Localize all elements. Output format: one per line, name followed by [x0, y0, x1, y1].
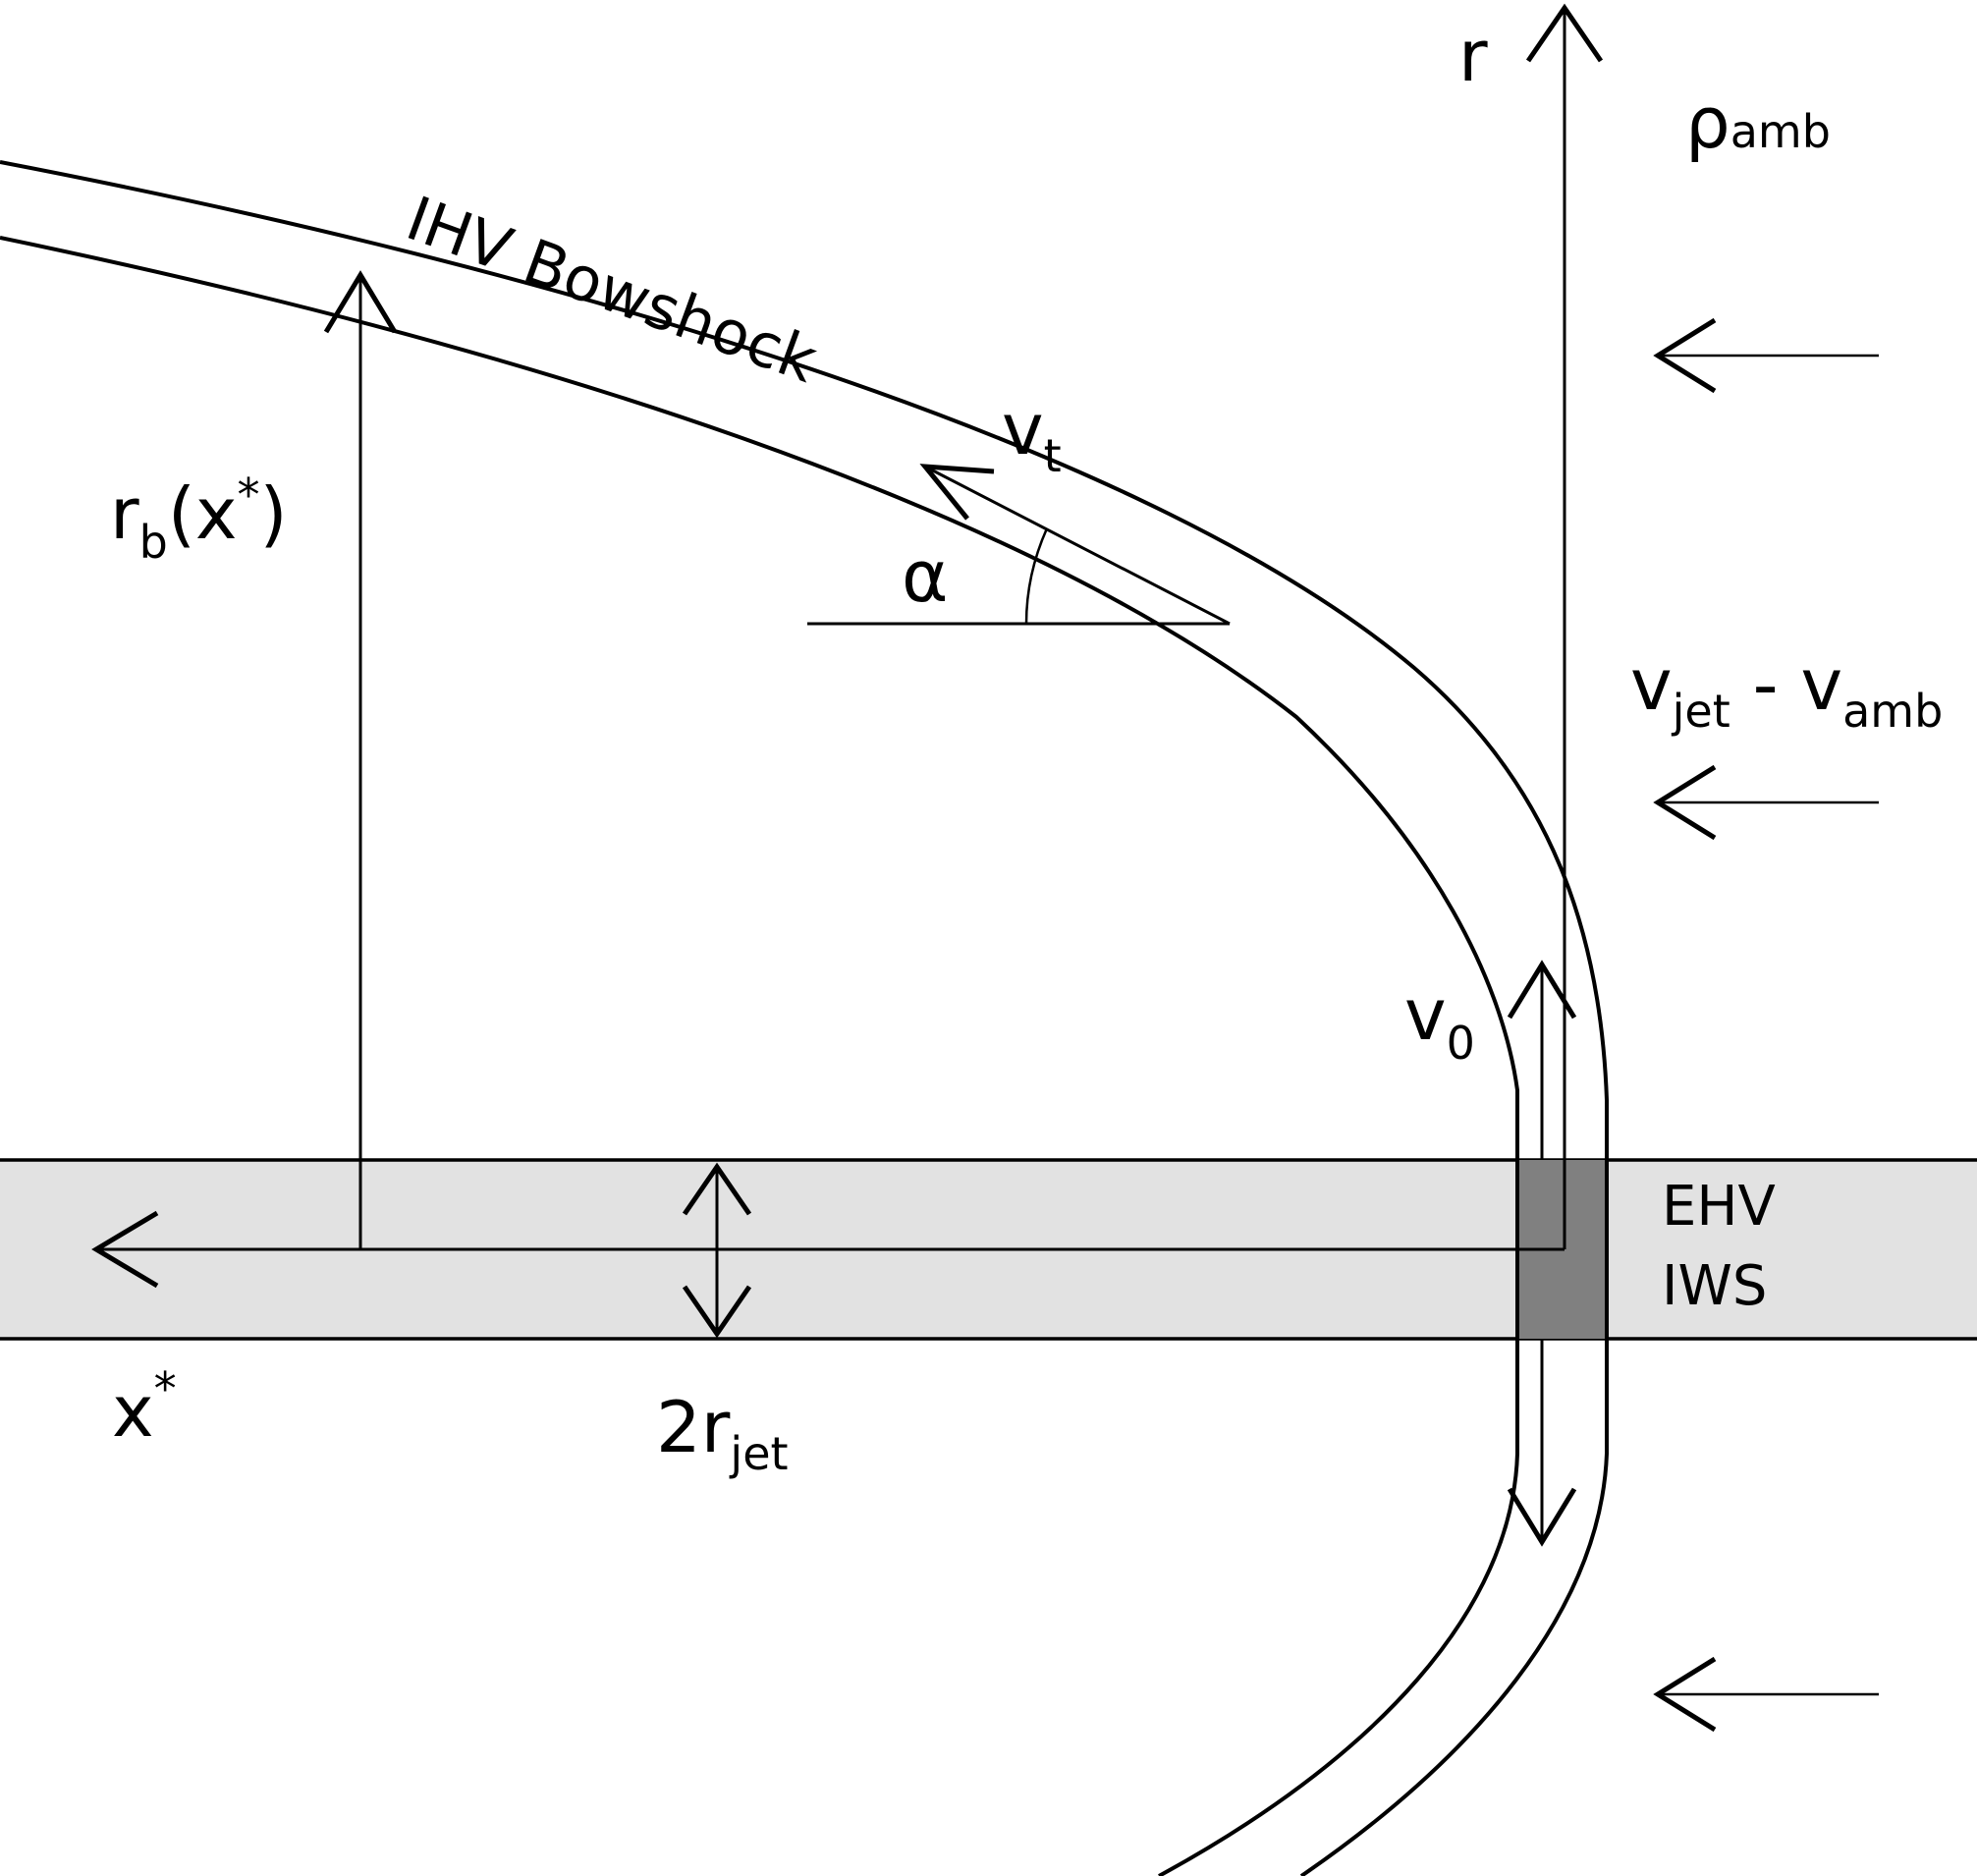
- rho-symbol: ρ: [1685, 82, 1730, 164]
- iws-label: IWS: [1662, 1254, 1767, 1318]
- relative-velocity-label: vjet - vamb: [1630, 643, 1943, 738]
- vjet-symbol: v: [1630, 643, 1673, 726]
- vt-label: vt: [1002, 388, 1062, 482]
- minus-vamb-text: - v: [1730, 643, 1842, 726]
- rb-superscript: *: [238, 469, 260, 522]
- x-symbol: x: [112, 1370, 154, 1453]
- bowshock-inner-curve: [0, 236, 1519, 1876]
- x-axis-arrowhead: [91, 1210, 159, 1289]
- vt-symbol: v: [1002, 388, 1044, 470]
- alpha-angle-arc: [1024, 527, 1049, 625]
- rb-arrowhead: [323, 270, 398, 334]
- bowshock-outer-curve: [0, 160, 1609, 1876]
- v0-down-arrowhead: [1507, 1487, 1577, 1547]
- ehv-label: EHV: [1662, 1175, 1776, 1239]
- ambient-flow-arrow-3-head: [1653, 1656, 1717, 1733]
- rjet-prefix: 2r: [656, 1386, 731, 1468]
- v0-up-arrowhead: [1507, 960, 1577, 1020]
- rho-subscript: amb: [1730, 105, 1831, 158]
- rb-argument: (x: [168, 472, 238, 555]
- rjet-label: 2rjet: [656, 1386, 789, 1480]
- x-star-label: x*: [112, 1362, 177, 1453]
- rjet-arrowhead-down: [682, 1285, 752, 1339]
- v0-symbol: v: [1404, 973, 1447, 1056]
- r-axis-arrowhead: [1525, 3, 1604, 63]
- rb-subscript: b: [139, 516, 168, 569]
- bowshock-label: IHV Bowshock: [398, 182, 826, 396]
- x-superscript: *: [154, 1362, 177, 1415]
- rjet-arrowhead-up: [682, 1162, 752, 1216]
- alpha-label: α: [902, 535, 948, 618]
- v0-subscript: 0: [1447, 1017, 1475, 1070]
- vt-arrow-line: [924, 465, 1231, 626]
- vt-subscript: t: [1044, 429, 1062, 482]
- rb-close-paren: ): [260, 472, 288, 555]
- rb-symbol: r: [110, 472, 139, 555]
- ambient-flow-arrow-2-head: [1653, 764, 1717, 841]
- v0-label: v0: [1404, 973, 1475, 1070]
- ambient-flow-arrow-1-head: [1653, 317, 1717, 394]
- rho-amb-label: ρamb: [1685, 82, 1831, 164]
- vjet-subscript: jet: [1672, 685, 1730, 738]
- vamb-subscript: amb: [1842, 685, 1943, 738]
- vt-arrowhead: [919, 464, 995, 521]
- rjet-subscript: jet: [729, 1427, 788, 1480]
- rb-label: rb(x*): [110, 469, 288, 569]
- r-axis-label: r: [1458, 15, 1488, 97]
